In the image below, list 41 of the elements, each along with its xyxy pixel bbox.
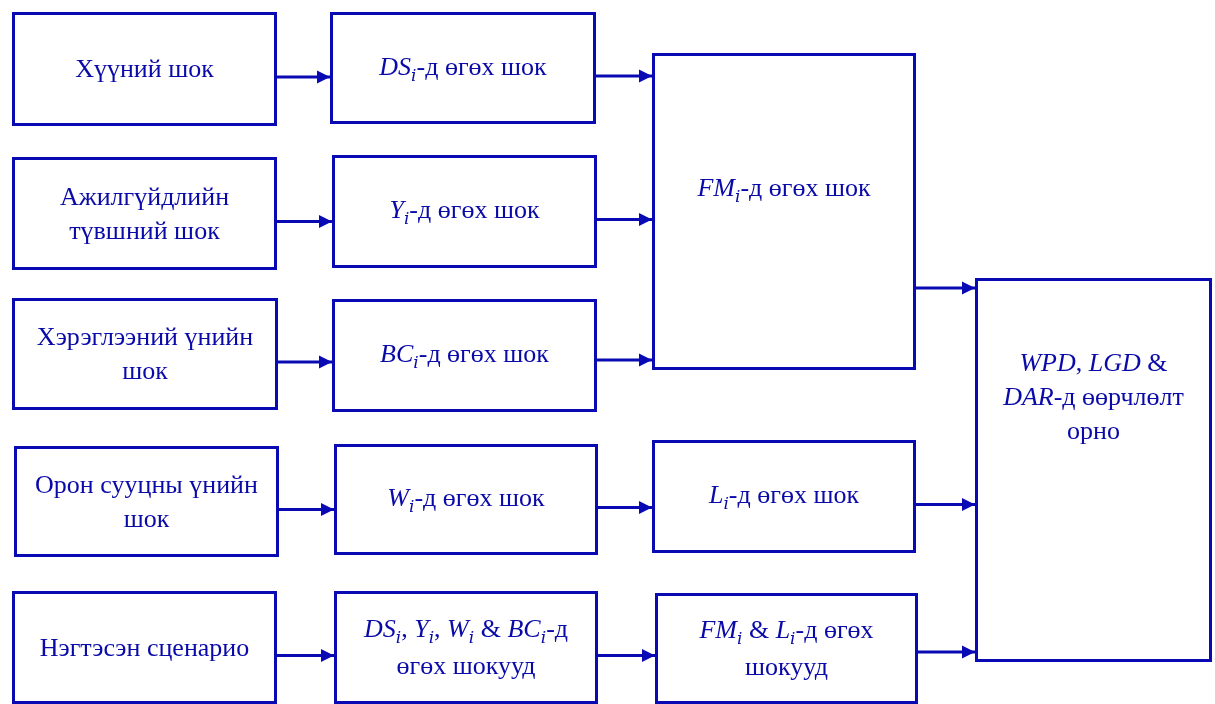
arrow (598, 648, 655, 663)
arrow (597, 353, 652, 367)
arrow (597, 212, 652, 227)
box-label: L$_{i}$-д өгөх шок (708, 479, 860, 515)
box-label: DS$_{i}$, Y$_{i}$, W$_{i}$ & BC$_{i}$-д өгөх шокууд (362, 613, 569, 682)
process-box (975, 278, 1212, 662)
process-box (12, 298, 278, 410)
arrow (598, 500, 652, 515)
arrow (596, 69, 652, 83)
arrow (916, 497, 975, 512)
arrow (279, 502, 334, 517)
arrow (916, 281, 975, 295)
process-box (12, 157, 277, 270)
box-label: BC$_{i}$-д өгөх шок (380, 338, 549, 374)
process-box (652, 440, 916, 553)
process-box (14, 446, 279, 557)
process-box (334, 591, 598, 704)
process-box (332, 299, 597, 412)
arrow (277, 648, 334, 663)
box-label: FM$_{i}$-д өгөх шок (697, 172, 871, 208)
box-label: Нэгтэсэн сценарио (39, 631, 250, 664)
box-label: Ажилгүйдлийн түвшний шок (58, 180, 231, 247)
process-box (652, 53, 916, 370)
process-box (12, 12, 277, 126)
box-label: Орон сууцны үнийн шок (34, 468, 259, 535)
box-label: WPD, LGD & DAR-д өөрчлөлт орно (1002, 347, 1185, 447)
process-box (334, 444, 598, 555)
process-box (330, 12, 596, 124)
box-label: Хүүний шок (75, 53, 214, 86)
process-box (655, 593, 918, 704)
box-label: FM$_{i}$ & L$_{i}$-д өгөх шокууд (698, 614, 875, 683)
process-box (12, 591, 277, 704)
arrow (277, 214, 332, 229)
box-label: DS$_{i}$-д өгөх шок (379, 50, 547, 87)
box-label: Y$_{i}$-д өгөх шок (389, 194, 540, 230)
arrow (277, 70, 330, 84)
box-label: Хэрэглээний үнийн шок (35, 321, 255, 387)
process-box (332, 155, 597, 268)
box-label: W$_{i}$-д өгөх шок (387, 482, 545, 518)
arrow (918, 645, 975, 659)
arrow (278, 355, 332, 369)
